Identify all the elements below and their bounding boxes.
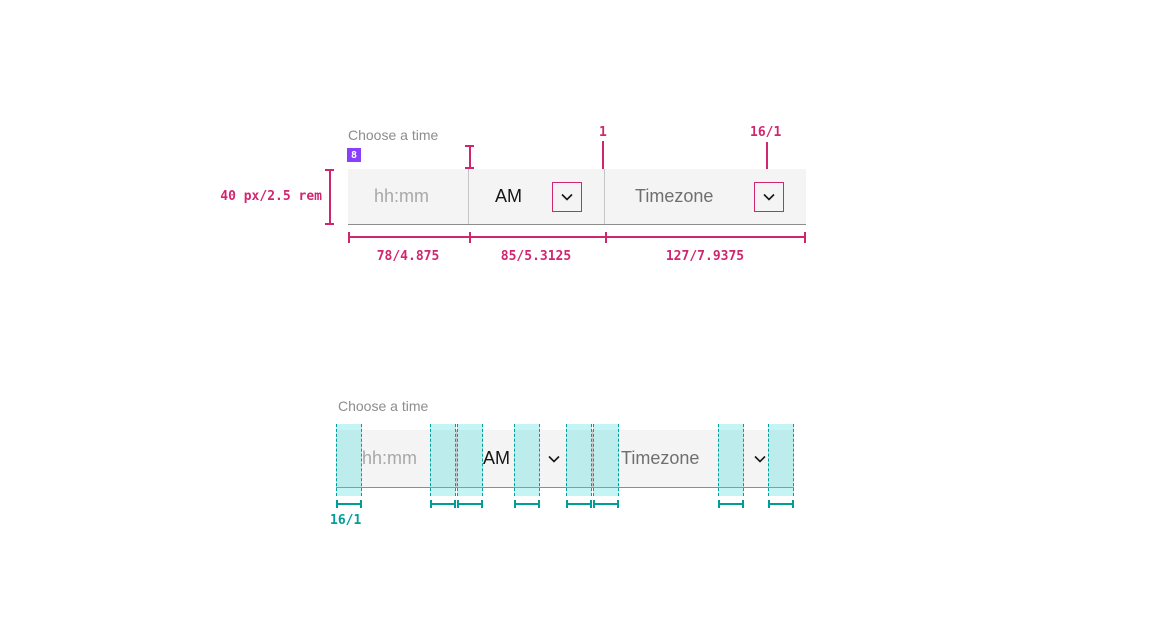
spacer-band [768,424,794,496]
spacing-value-label: 16/1 [330,513,362,528]
segment-width-measure-line [348,232,806,243]
divider-measure-line [602,141,604,169]
spacing-measure-bracket [566,500,592,508]
icon-spacing-measure-line [766,142,768,182]
time-picker-label: Choose a time [338,398,429,414]
spacer-band [593,424,619,496]
spacer-band [718,424,744,496]
spacing-measure-bracket [768,500,794,508]
spacing-measure-bracket [593,500,619,508]
spacing-measure-bracket [336,500,362,508]
ampm-select-value: AM [483,448,510,468]
time-picker-label: Choose a time [348,127,439,143]
measure-tick [469,232,471,243]
field-height-measure-line [325,169,334,225]
time-input-placeholder: hh:mm [362,448,418,468]
ampm-select-value: AM [495,186,522,206]
spacing-token-badge: 8 [347,148,361,162]
spacing-measure-bracket [430,500,456,508]
measure-tick [605,232,607,243]
chevron-highlight-box [552,181,582,212]
spacer-band [566,424,592,496]
segment-width-label-3: 127/7.9375 [665,249,745,264]
spacer-band [336,424,362,496]
ampm-select[interactable]: AM [468,169,604,224]
ampm-select[interactable]: AM [456,430,592,487]
timezone-select-placeholder: Timezone [621,448,700,468]
spacer-band [430,424,456,496]
time-input[interactable]: hh:mm [336,430,456,487]
spacer-band [514,424,540,496]
spacing-measure-bracket [514,500,540,508]
icon-spacing-label: 16/1 [750,125,782,140]
segment-width-label-2: 85/5.3125 [500,249,572,264]
time-input-placeholder: hh:mm [374,186,430,206]
spacing-measure-bracket [718,500,744,508]
chevron-down-icon [752,451,768,467]
segment-width-label-1: 78/4.875 [376,249,440,264]
time-picker-field: hh:mm AM Timezone [348,169,806,225]
chevron-down-icon [546,451,562,467]
divider-width-label: 1 [599,125,607,140]
chevron-down-icon [559,189,575,205]
field-height-label: 40 px/2.5 rem [220,189,322,204]
label-gap-measure-line [465,145,474,169]
spacer-band [457,424,483,496]
chevron-down-icon [761,189,777,205]
timezone-select-placeholder: Timezone [635,186,714,206]
time-input[interactable]: hh:mm [348,169,468,224]
time-picker-field: hh:mm AM Timezone [336,430,794,488]
chevron-highlight-box [754,181,784,212]
spacing-measure-bracket [457,500,483,508]
timezone-select[interactable]: Timezone [604,169,806,224]
timezone-select[interactable]: Timezone [592,430,794,487]
